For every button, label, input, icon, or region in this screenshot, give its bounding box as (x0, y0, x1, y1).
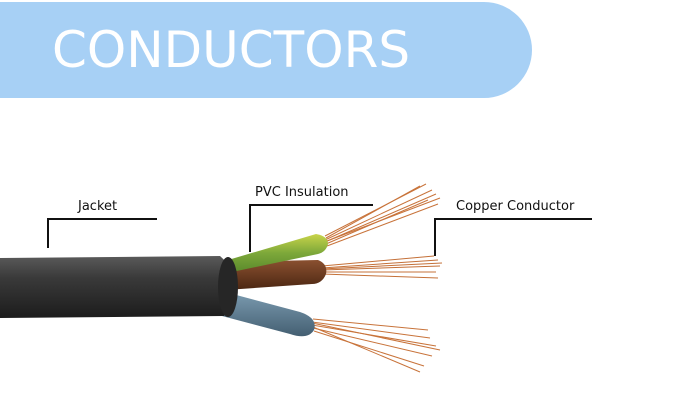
conductor-leader-horizontal (434, 218, 592, 220)
insulation-leader-vertical (249, 204, 251, 252)
green-yellow-wire (228, 234, 328, 272)
copper-strands-top (324, 183, 441, 247)
conductor-leader-vertical (434, 218, 436, 256)
conductor-label: Copper Conductor (456, 199, 575, 214)
jacket (0, 256, 236, 318)
blue-wire (222, 292, 315, 337)
jacket-label: Jacket (78, 199, 118, 214)
insulation-label: PVC Insulation (255, 185, 349, 200)
title-banner: CONDUCTORS (0, 2, 532, 98)
jacket-leader-vertical (47, 218, 49, 248)
copper-strands-bottom (311, 318, 441, 373)
banner-title: CONDUCTORS (52, 21, 411, 79)
insulation-leader-horizontal (249, 204, 373, 206)
jacket-leader-horizontal (47, 218, 157, 220)
copper-strands-middle (321, 255, 443, 279)
